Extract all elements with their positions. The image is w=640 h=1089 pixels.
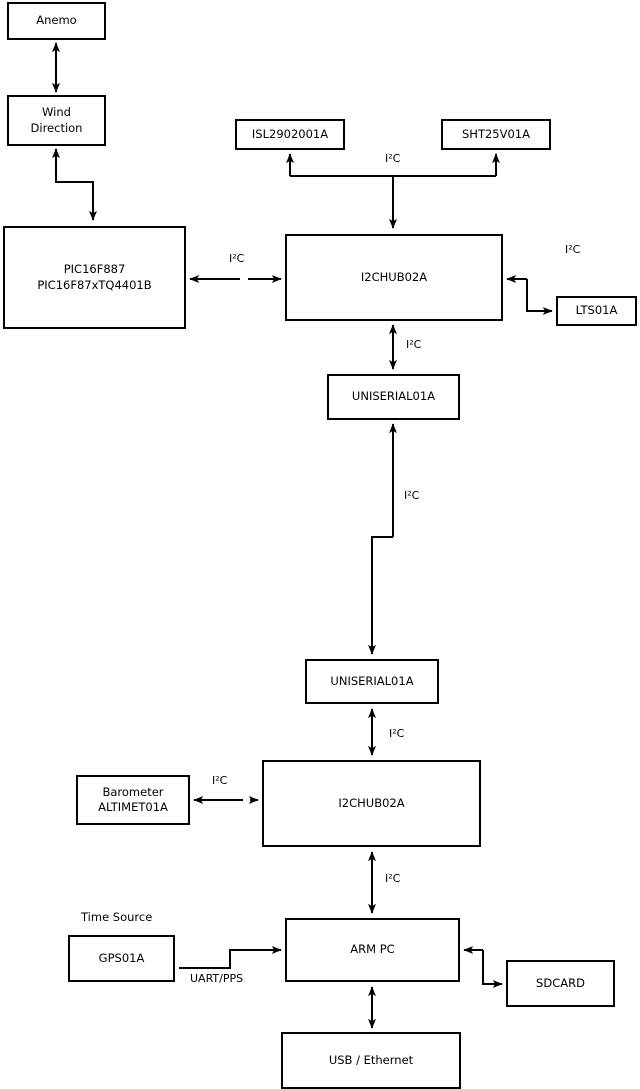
node-arm-pc[interactable]: ARM PC [285,918,460,982]
node-label: I2CHUB02A [338,795,405,810]
node-barometer-altimet01a[interactable]: Barometer ALTIMET01A [76,775,190,825]
node-label: LTS01A [575,303,618,318]
wire-pic-to-wind-elbow [56,181,97,221]
node-uniserial01a-upper[interactable]: UNISERIAL01A [327,374,460,420]
wire-uniser-link-jog [368,536,393,655]
node-label: Barometer ALTIMET01A [98,784,168,814]
node-label: UNISERIAL01A [351,389,436,404]
node-label: SHT25V01A [462,126,530,141]
edge-label-hub-lts: I²C [565,243,581,256]
node-sdcard[interactable]: SDCARD [506,960,615,1007]
edge-label-uniserial-link: I²C [404,489,420,502]
node-isl2902001a[interactable]: ISL2902001A [235,119,345,150]
node-label: USB / Ethernet [328,1052,414,1067]
node-label: SDCARD [536,975,585,990]
edge-label-barometer-hub2: I²C [212,774,228,787]
edge-label-gps-armpc: UART/PPS [190,972,244,985]
node-i2chub02a-bottom[interactable]: I2CHUB02A [262,760,481,847]
edge-label-sensors-hub: I²C [385,152,401,165]
edge-label-hub2-armpc: I²C [385,872,401,885]
node-uniserial01a-lower[interactable]: UNISERIAL01A [305,659,439,704]
node-i2chub02a-top[interactable]: I2CHUB02A [285,234,503,321]
label-time-source: Time Source [81,910,153,924]
edge-label-uniserial-hub2: I²C [389,727,405,740]
node-label: Anemo [36,13,77,28]
node-gps01a[interactable]: GPS01A [68,935,175,982]
node-wind-direction[interactable]: Wind Direction [7,95,106,146]
node-label: ISL2902001A [251,126,329,141]
node-usb-ethernet[interactable]: USB / Ethernet [281,1032,461,1089]
node-lts01a[interactable]: LTS01A [556,296,637,326]
node-sht25v01a[interactable]: SHT25V01A [441,119,551,150]
node-label: ARM PC [350,942,395,957]
node-label: Wind Direction [30,105,83,135]
node-label: I2CHUB02A [360,269,428,284]
edge-label-pic-hub: I²C [229,252,245,265]
node-anemo[interactable]: Anemo [7,2,106,40]
wire-gps-to-arm [179,946,282,969]
node-label: PIC16F887 PIC16F87xTQ4401B [37,262,152,292]
wire-hub-to-lts [526,279,553,315]
wire-arm-to-sdcard [482,950,503,988]
node-pic-mcu[interactable]: PIC16F887 PIC16F87xTQ4401B [3,226,186,329]
node-label: UNISERIAL01A [330,673,414,688]
node-label: GPS01A [98,950,145,965]
edge-label-hub-uniserial: I²C [406,338,422,351]
